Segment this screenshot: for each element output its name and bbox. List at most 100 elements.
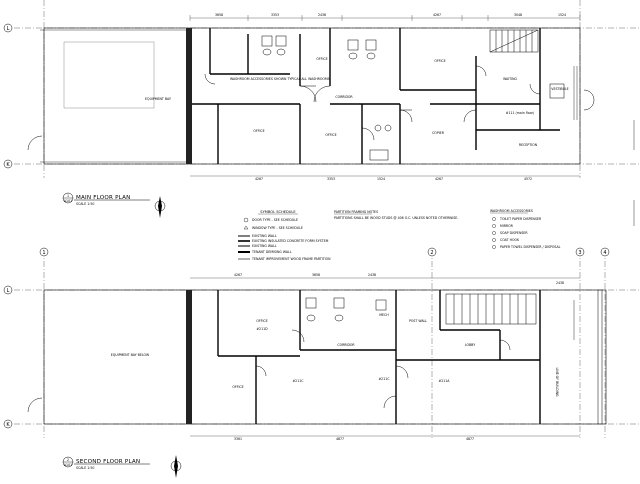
- svg-text:DOOR TYPE - SEE SCHEDULE: DOOR TYPE - SEE SCHEDULE: [252, 218, 298, 222]
- main-floor-plan-title: MAIN FLOOR PLAN: [76, 195, 131, 201]
- room-office-4: OFFICE: [434, 59, 445, 63]
- main-floor-plan: [27, 15, 595, 177]
- svg-text:3353: 3353: [271, 13, 279, 17]
- second-floor-room-labels: EQUIPMENT BAY BELOW OFFICE #211D OFFICE …: [111, 313, 559, 397]
- svg-text:4267: 4267: [433, 13, 441, 17]
- svg-text:EXISTING WALL: EXISTING WALL: [252, 244, 277, 248]
- north-arrow-icon-2: [170, 455, 182, 478]
- svg-text:TOILET PAPER DISPENSER: TOILET PAPER DISPENSER: [499, 217, 542, 221]
- room-copier: COPIER: [432, 131, 445, 135]
- room-office-1: OFFICE: [316, 57, 327, 61]
- symbol-schedule: SYMBOL SCHEDULE DOOR TYPE - SEE SCHEDULE…: [238, 210, 331, 261]
- svg-text:4267: 4267: [255, 177, 263, 181]
- second-floor-plan-title: SECOND FLOOR PLAN: [76, 459, 140, 465]
- second-floor-dimensions-bottom: 3361 4877 4877: [234, 437, 474, 441]
- svg-text:3: 3: [578, 250, 581, 256]
- title-block-second-floor: 2 A101 SECOND FLOOR PLAN SCALE 1:50: [62, 456, 150, 470]
- svg-text:2438: 2438: [556, 281, 564, 285]
- svg-text:4267: 4267: [234, 273, 242, 277]
- svg-text:4877: 4877: [466, 437, 474, 441]
- second-floor-plan: [27, 277, 607, 437]
- svg-text:TENANT DEMISING WALL: TENANT DEMISING WALL: [251, 250, 292, 254]
- svg-text:COAT HOOK: COAT HOOK: [500, 238, 520, 242]
- svg-text:SOAP DISPENSER: SOAP DISPENSER: [500, 231, 528, 235]
- room-reception: RECEPTION: [519, 143, 538, 147]
- room-office-3: OFFICE: [325, 133, 336, 137]
- room-unit-111: #111 (main floor): [506, 111, 534, 115]
- room-mech: MECH: [379, 313, 389, 317]
- svg-text:4572: 4572: [524, 177, 532, 181]
- room-equipment-bay-below: EQUIPMENT BAY BELOW: [111, 353, 150, 357]
- room-corridor-2: CORRIDOR: [337, 343, 355, 347]
- svg-text:3658: 3658: [312, 273, 320, 277]
- room-office-b: OFFICE: [232, 385, 243, 389]
- svg-text:PARTITION FRAMING NOTES: PARTITION FRAMING NOTES: [334, 210, 378, 214]
- svg-text:2: 2: [67, 458, 69, 462]
- svg-text:3658: 3658: [215, 13, 223, 17]
- main-floor-dimensions-top: 3658 3353 2438 4267 3048 1524: [215, 13, 566, 17]
- svg-text:PAPER TOWEL DISPENSER / DISPOS: PAPER TOWEL DISPENSER / DISPOSAL: [500, 245, 561, 249]
- room-corridor: CORRIDOR: [335, 95, 353, 99]
- svg-text:K: K: [6, 162, 10, 168]
- svg-text:3048: 3048: [514, 13, 522, 17]
- svg-text:SYMBOL SCHEDULE: SYMBOL SCHEDULE: [260, 210, 296, 214]
- second-floor-dimensions-top: 4267 3658 2438 2438: [234, 273, 564, 285]
- svg-text:1524: 1524: [377, 177, 385, 181]
- room-unit-211b: #211C: [379, 377, 391, 381]
- room-post-wall: POST WALL: [409, 319, 427, 323]
- room-vestibule: VESTIBULE: [551, 87, 568, 91]
- svg-text:3353: 3353: [327, 177, 335, 181]
- grid-bubble-2: 2: [427, 247, 437, 257]
- svg-text:4877: 4877: [336, 437, 344, 441]
- svg-text:SCALE 1:50: SCALE 1:50: [76, 202, 94, 206]
- room-unit-211d: #211D: [256, 327, 268, 331]
- grid-bubble-3: 3: [575, 247, 585, 257]
- grid-bubble-l-top: L: [3, 23, 13, 33]
- svg-text:MIRROR: MIRROR: [500, 224, 514, 228]
- svg-text:1: 1: [42, 250, 45, 256]
- grid-bubble-1: 1: [39, 247, 49, 257]
- grid-bubble-k-bottom: K: [3, 419, 13, 429]
- svg-text:L: L: [7, 288, 10, 294]
- main-floor-room-labels: EQUIPMENT BAY OFFICE OFFICE OFFICE OFFIC…: [145, 57, 569, 147]
- room-waiting: WAITING: [503, 77, 517, 81]
- room-equipment-bay: EQUIPMENT BAY: [145, 97, 171, 101]
- svg-text:2438: 2438: [318, 13, 326, 17]
- svg-text:WASHROOM ACCESSORIES: WASHROOM ACCESSORIES: [490, 209, 533, 213]
- north-arrow-icon: [154, 196, 166, 218]
- room-unit-211a: #211A: [439, 379, 451, 383]
- svg-text:A101: A101: [64, 199, 72, 203]
- svg-text:SCALE 1:50: SCALE 1:50: [76, 466, 94, 470]
- svg-text:3361: 3361: [234, 437, 242, 441]
- room-office-2: OFFICE: [253, 129, 264, 133]
- grid-bubble-4: 4: [600, 247, 610, 257]
- svg-text:2438: 2438: [368, 273, 376, 277]
- svg-text:2: 2: [430, 250, 433, 256]
- partition-framing-notes: PARTITION FRAMING NOTES PARTITIONS SHALL…: [334, 210, 458, 220]
- svg-text:L: L: [7, 26, 10, 32]
- room-unit-211c: #211C: [293, 379, 305, 383]
- main-floor-dimensions-bottom: 4267 3353 1524 4267 4572: [255, 177, 532, 181]
- svg-text:1: 1: [67, 194, 69, 198]
- svg-text:1524: 1524: [558, 13, 566, 17]
- svg-text:WINDOW TYPE - SEE SCHEDULE: WINDOW TYPE - SEE SCHEDULE: [252, 226, 303, 230]
- svg-text:K: K: [6, 422, 10, 428]
- room-lobby: LOBBY: [465, 343, 475, 347]
- svg-text:A101: A101: [64, 463, 72, 467]
- svg-text:EXISTING WALL: EXISTING WALL: [252, 234, 277, 238]
- room-office-a: OFFICE: [256, 319, 267, 323]
- grid-bubble-k-mid: K: [3, 159, 13, 169]
- svg-text:EXISTING INSULATED CONCRETE FO: EXISTING INSULATED CONCRETE FORM SYSTEM: [252, 239, 329, 243]
- svg-text:TENANT IMPROVEMENT WOOD FRAME: TENANT IMPROVEMENT WOOD FRAME PARTITION: [251, 257, 331, 261]
- washroom-accessories-legend: WASHROOM ACCESSORIES TOILET PAPER DISPEN…: [490, 209, 561, 249]
- line-of-building-note: LINE OF BUILDING: [555, 368, 559, 397]
- washroom-note: WASHROOM ACCESSORIES SHOWN TYPICAL ALL W…: [230, 77, 330, 81]
- title-block-main-floor: 1 A101 MAIN FLOOR PLAN SCALE 1:50: [62, 192, 150, 206]
- grid-bubble-l-low: L: [3, 285, 13, 295]
- svg-text:4: 4: [603, 250, 606, 256]
- grid-lines: [14, 0, 640, 438]
- svg-text:PARTITIONS SHALL BE WOOD STUDS: PARTITIONS SHALL BE WOOD STUDS @ 406 O.C…: [334, 216, 458, 220]
- svg-text:4267: 4267: [435, 177, 443, 181]
